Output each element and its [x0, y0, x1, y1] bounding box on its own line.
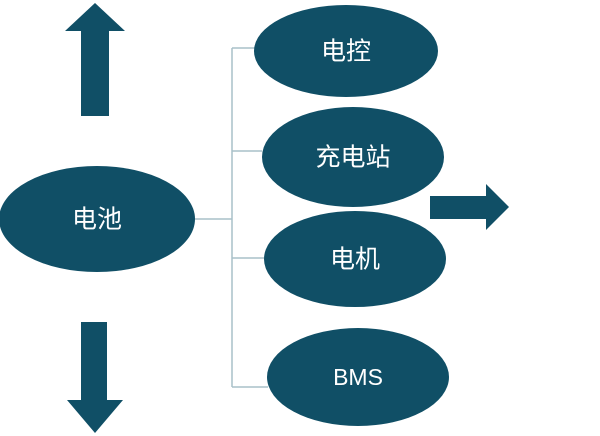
- node-diankong-label: 电控: [321, 37, 371, 66]
- node-battery: 电池: [0, 166, 195, 272]
- node-chongdianzhan-label: 充电站: [315, 143, 390, 172]
- node-dianji-label: 电机: [330, 245, 380, 274]
- connector-group: [195, 47, 268, 388]
- node-dianji-shape: [264, 211, 446, 307]
- node-dianji: 电机: [264, 211, 446, 307]
- node-bms-shape: [267, 328, 449, 426]
- node-chongdianzhan-shape: [262, 107, 444, 207]
- node-battery-shape: [0, 166, 195, 272]
- arrow-up-icon: [65, 3, 125, 116]
- node-bms-label: BMS: [333, 364, 383, 390]
- arrow-right-icon: [430, 184, 509, 230]
- arrow-down-icon: [67, 322, 123, 433]
- node-battery-label: 电池: [72, 205, 122, 234]
- node-bms: BMS: [267, 328, 449, 426]
- node-chongdianzhan: 充电站: [262, 107, 444, 207]
- node-diankong-shape: [254, 5, 438, 97]
- node-diankong: 电控: [254, 5, 438, 97]
